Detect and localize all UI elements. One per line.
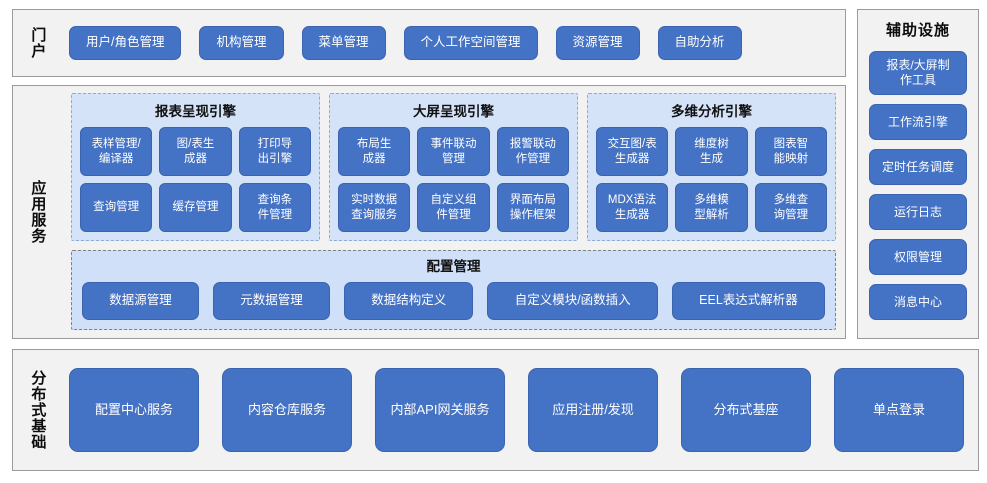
configuration-management-items: 数据源管理 元数据管理 数据结构定义 自定义模块/函数插入 EEL表达式解析器 xyxy=(82,280,826,321)
engine-report-rendering-items: 表样管理/ 编译器 图/表生 成器 打印导 出引擎 查询管理 缓存管理 查询条 … xyxy=(80,127,311,232)
engine2-item-alarm-linkage-action-management[interactable]: 报警联动 作管理 xyxy=(496,127,569,176)
distributed-foundation-section: 分布式基础 配置中心服务 内容仓库服务 内部API网关服务 应用注册/发现 分布… xyxy=(12,349,979,471)
engine-multidim-analysis: 多维分析引擎 交互图/表 生成器 维度树 生成 图表智 能映射 MDX语法 生成… xyxy=(587,93,836,241)
engine3-item-multidim-query-management[interactable]: 多维查 询管理 xyxy=(754,183,827,232)
engine-report-rendering: 报表呈现引擎 表样管理/ 编译器 图/表生 成器 打印导 出引擎 查询管理 缓存… xyxy=(71,93,320,241)
dist-item-content-repository-service[interactable]: 内容仓库服务 xyxy=(222,368,352,452)
engine-report-rendering-title: 报表呈现引擎 xyxy=(155,104,236,119)
config-item-metadata-management[interactable]: 元数据管理 xyxy=(212,281,330,320)
engine3-item-mdx-syntax-generator[interactable]: MDX语法 生成器 xyxy=(596,183,669,232)
portal-item-self-service-analysis[interactable]: 自助分析 xyxy=(657,26,742,60)
engine-multidim-analysis-title: 多维分析引擎 xyxy=(671,104,752,119)
dist-item-config-center-service[interactable]: 配置中心服务 xyxy=(69,368,199,452)
auxiliary-item-list: 报表/大屏制 作工具 工作流引擎 定时任务调度 运行日志 权限管理 消息中心 xyxy=(858,51,978,320)
engine3-item-chart-smart-mapping[interactable]: 图表智 能映射 xyxy=(754,127,827,176)
config-item-eel-expression-parser[interactable]: EEL表达式解析器 xyxy=(671,281,826,320)
portal-item-resource-management[interactable]: 资源管理 xyxy=(555,26,640,60)
engine-dashboard-rendering: 大屏呈现引擎 布局生 成器 事件联动 管理 报警联动 作管理 实时数据 查询服务… xyxy=(329,93,578,241)
application-services-section: 应用服务 报表呈现引擎 表样管理/ 编译器 图/表生 成器 打印导 出引擎 查询… xyxy=(12,85,846,339)
engine-multidim-analysis-items: 交互图/表 生成器 维度树 生成 图表智 能映射 MDX语法 生成器 多维模 型… xyxy=(596,127,827,232)
application-services-label: 应用服务 xyxy=(29,180,47,244)
engine1-item-template-manager[interactable]: 表样管理/ 编译器 xyxy=(80,127,153,176)
portal-item-list: 用户/角色管理 机构管理 菜单管理 个人工作空间管理 资源管理 自助分析 xyxy=(69,10,835,76)
engine2-item-custom-component-management[interactable]: 自定义组 件管理 xyxy=(417,183,490,232)
engine2-item-ui-layout-framework[interactable]: 界面布局 操作框架 xyxy=(496,183,569,232)
portal-item-user-role-management[interactable]: 用户/角色管理 xyxy=(69,26,182,60)
engine3-item-multidim-model-parser[interactable]: 多维模 型解析 xyxy=(675,183,748,232)
config-item-data-structure-definition[interactable]: 数据结构定义 xyxy=(343,281,474,320)
aux-item-scheduled-task[interactable]: 定时任务调度 xyxy=(869,149,967,185)
aux-item-report-dashboard-tool[interactable]: 报表/大屏制 作工具 xyxy=(869,51,967,95)
engine1-item-query-condition-management[interactable]: 查询条 件管理 xyxy=(238,183,311,232)
engine1-item-chart-table-generator[interactable]: 图/表生 成器 xyxy=(159,127,232,176)
aux-item-workflow-engine[interactable]: 工作流引擎 xyxy=(869,104,967,140)
config-item-custom-module-function-insert[interactable]: 自定义模块/函数插入 xyxy=(487,281,658,320)
engine1-item-print-export-engine[interactable]: 打印导 出引擎 xyxy=(238,127,311,176)
portal-item-menu-management[interactable]: 菜单管理 xyxy=(301,26,386,60)
portal-section-label: 门户 xyxy=(29,27,47,59)
engine-group-list: 报表呈现引擎 表样管理/ 编译器 图/表生 成器 打印导 出引擎 查询管理 缓存… xyxy=(71,93,836,241)
portal-item-org-management[interactable]: 机构管理 xyxy=(199,26,284,60)
dist-item-internal-api-gateway-service[interactable]: 内部API网关服务 xyxy=(375,368,505,452)
engine2-item-realtime-data-query-service[interactable]: 实时数据 查询服务 xyxy=(338,183,411,232)
aux-item-message-center[interactable]: 消息中心 xyxy=(869,284,967,320)
configuration-management-title: 配置管理 xyxy=(426,259,481,274)
engine1-item-cache-management[interactable]: 缓存管理 xyxy=(159,183,232,232)
engine2-item-event-linkage-management[interactable]: 事件联动 管理 xyxy=(417,127,490,176)
dist-item-app-registry-discovery[interactable]: 应用注册/发现 xyxy=(528,368,658,452)
engine2-item-layout-generator[interactable]: 布局生 成器 xyxy=(338,127,411,176)
distributed-foundation-label: 分布式基础 xyxy=(29,370,47,450)
engine1-item-query-management[interactable]: 查询管理 xyxy=(80,183,153,232)
dist-item-distributed-base[interactable]: 分布式基座 xyxy=(681,368,811,452)
auxiliary-facilities-section: 辅助设施 报表/大屏制 作工具 工作流引擎 定时任务调度 运行日志 权限管理 消… xyxy=(857,9,979,339)
configuration-management-group: 配置管理 数据源管理 元数据管理 数据结构定义 自定义模块/函数插入 EEL表达… xyxy=(71,250,836,330)
engine3-item-interactive-chart-generator[interactable]: 交互图/表 生成器 xyxy=(596,127,669,176)
distributed-item-list: 配置中心服务 内容仓库服务 内部API网关服务 应用注册/发现 分布式基座 单点… xyxy=(69,350,964,470)
auxiliary-facilities-title: 辅助设施 xyxy=(885,22,950,39)
aux-item-permission-management[interactable]: 权限管理 xyxy=(869,239,967,275)
dist-item-single-sign-on[interactable]: 单点登录 xyxy=(834,368,964,452)
aux-item-runtime-log[interactable]: 运行日志 xyxy=(869,194,967,230)
application-services-body: 报表呈现引擎 表样管理/ 编译器 图/表生 成器 打印导 出引擎 查询管理 缓存… xyxy=(71,93,836,331)
engine-dashboard-rendering-title: 大屏呈现引擎 xyxy=(413,104,494,119)
engine-dashboard-rendering-items: 布局生 成器 事件联动 管理 报警联动 作管理 实时数据 查询服务 自定义组 件… xyxy=(338,127,569,232)
portal-item-personal-workspace-management[interactable]: 个人工作空间管理 xyxy=(403,26,538,60)
engine3-item-dimension-tree-generator[interactable]: 维度树 生成 xyxy=(675,127,748,176)
config-item-datasource-management[interactable]: 数据源管理 xyxy=(82,281,199,320)
portal-section: 门户 用户/角色管理 机构管理 菜单管理 个人工作空间管理 资源管理 自助分析 xyxy=(12,9,846,77)
